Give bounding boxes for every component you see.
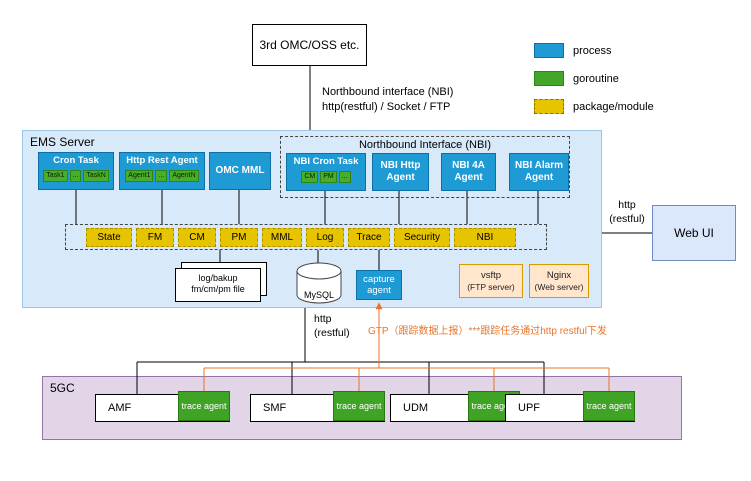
omc-mml-box: OMC MML <box>209 152 271 190</box>
agent-dots-chip: ... <box>155 169 168 182</box>
nbi-note-line2: http(restful) / Socket / FTP <box>322 101 451 113</box>
nginx-label: Nginx <box>546 269 572 281</box>
omc-oss-label: 3rd OMC/OSS etc. <box>259 38 360 52</box>
nbi-cron-task-chips: CM PM ... <box>301 170 351 183</box>
nginx-box: Nginx (Web server) <box>529 264 589 298</box>
nbi-dots-chip: ... <box>338 170 351 183</box>
amf-trace-agent: trace agent <box>178 391 230 421</box>
legend-label-goroutine: goroutine <box>573 72 619 85</box>
http-rest-agent-label: Http Rest Agent <box>126 155 198 166</box>
module-cm: CM <box>178 228 216 247</box>
web-ui-box: Web UI <box>652 205 736 261</box>
legend-item-process: process <box>534 43 654 58</box>
module-security: Security <box>394 228 450 247</box>
smf-trace-agent-label: trace agent <box>336 400 382 411</box>
agentN-chip: AgentN <box>169 169 199 182</box>
agent1-chip: Agent1 <box>125 169 154 182</box>
taskN-chip: TaskN <box>83 169 109 182</box>
nbi-http-agent-label: NBI Http Agent <box>380 160 421 183</box>
legend-label-package: package/module <box>573 100 654 113</box>
legend-item-package: package/module <box>534 99 654 114</box>
vsftp-label: vsftp <box>480 269 502 281</box>
goroutine-swatch <box>534 71 564 86</box>
nbi-alarm-agent-label: NBI Alarm Agent <box>515 160 563 183</box>
module-log: Log <box>306 228 344 247</box>
gtp-note: GTP（跟踪数据上报）***跟踪任务通过http restful下发 <box>368 326 607 337</box>
module-pm: PM <box>220 228 258 247</box>
webui-link-label-line2: (restful) <box>609 212 645 225</box>
process-swatch <box>534 43 564 58</box>
nf-upf-label: UPF <box>518 402 540 414</box>
upf-trace-agent-label: trace agent <box>586 400 632 411</box>
upf-trace-agent: trace agent <box>583 391 635 421</box>
nbi-cron-task-box: NBI Cron Task CM PM ... <box>286 153 366 191</box>
5gc-title: 5GC <box>50 381 75 395</box>
log-file-docstack: log/bakup fm/cm/pm file <box>175 262 267 302</box>
smf-trace-agent: trace agent <box>333 391 385 421</box>
vsftp-sublabel: (FTP server) <box>467 281 515 292</box>
nf-amf-label: AMF <box>108 402 132 414</box>
log-file-doc-front: log/bakup fm/cm/pm file <box>175 268 261 302</box>
mysql-label: MySQL <box>303 290 334 300</box>
nbi-http-agent-box: NBI Http Agent <box>372 153 429 191</box>
omc-mml-label: OMC MML <box>215 165 265 176</box>
udm-trace-agent-label: trace agent <box>471 400 517 411</box>
cm-chip: CM <box>301 170 319 183</box>
http-rest-agent-chips: Agent1 ... AgentN <box>125 169 199 182</box>
nf-udm-label: UDM <box>403 402 429 414</box>
nbi-4a-agent-box: NBI 4A Agent <box>441 153 496 191</box>
nbi-4a-agent-label: NBI 4A Agent <box>452 160 485 183</box>
south-http-label: http (restful) <box>314 313 350 340</box>
south-http-line1: http <box>314 313 332 325</box>
nbi-alarm-agent-box: NBI Alarm Agent <box>509 153 569 191</box>
cron-task-label: Cron Task <box>53 155 99 166</box>
gtp-trace-links <box>203 302 610 391</box>
database-cylinder-icon <box>296 262 342 304</box>
legend: process goroutine package/module <box>534 43 654 114</box>
http-rest-agent-box: Http Rest Agent Agent1 ... AgentN <box>119 152 205 190</box>
nbi-cron-task-label: NBI Cron Task <box>293 156 359 167</box>
omc-oss-box: 3rd OMC/OSS etc. <box>252 24 367 66</box>
capture-agent-label: capture agent <box>363 273 395 296</box>
vsftp-box: vsftp (FTP server) <box>459 264 523 298</box>
legend-item-goroutine: goroutine <box>534 71 654 86</box>
nbi-note-line1: Northbound interface (NBI) <box>322 86 454 98</box>
cron-task-box: Cron Task Task1 ... TaskN <box>38 152 114 190</box>
task1-chip: Task1 <box>43 169 68 182</box>
webui-link-label-line1: http <box>618 199 636 211</box>
module-state: State <box>86 228 132 247</box>
mysql-database: MySQL <box>296 262 342 304</box>
nginx-sublabel: (Web server) <box>534 281 584 292</box>
ems-server-title: EMS Server <box>30 135 95 149</box>
module-row: State FM CM PM MML Log Trace Security NB… <box>65 224 547 250</box>
nbi-group-title: Northbound Interface (NBI) <box>358 139 492 151</box>
module-mml: MML <box>262 228 302 247</box>
legend-label-process: process <box>573 44 612 57</box>
nf-smf-label: SMF <box>263 402 287 414</box>
south-http-line2: (restful) <box>314 326 350 339</box>
pm-chip: PM <box>320 170 337 183</box>
module-fm: FM <box>136 228 174 247</box>
amf-trace-agent-label: trace agent <box>181 400 227 411</box>
capture-agent-box: capture agent <box>356 270 402 300</box>
module-trace: Trace <box>348 228 390 247</box>
web-ui-label: Web UI <box>674 226 714 240</box>
log-file-label: log/bakup fm/cm/pm file <box>191 273 245 295</box>
module-nbi: NBI <box>454 228 516 247</box>
nbi-group: Northbound Interface (NBI) NBI Cron Task… <box>280 136 570 198</box>
task-dots-chip: ... <box>69 169 82 182</box>
package-swatch <box>534 99 564 114</box>
webui-link-label: http (restful) <box>604 199 650 226</box>
cron-task-chips: Task1 ... TaskN <box>43 169 109 182</box>
